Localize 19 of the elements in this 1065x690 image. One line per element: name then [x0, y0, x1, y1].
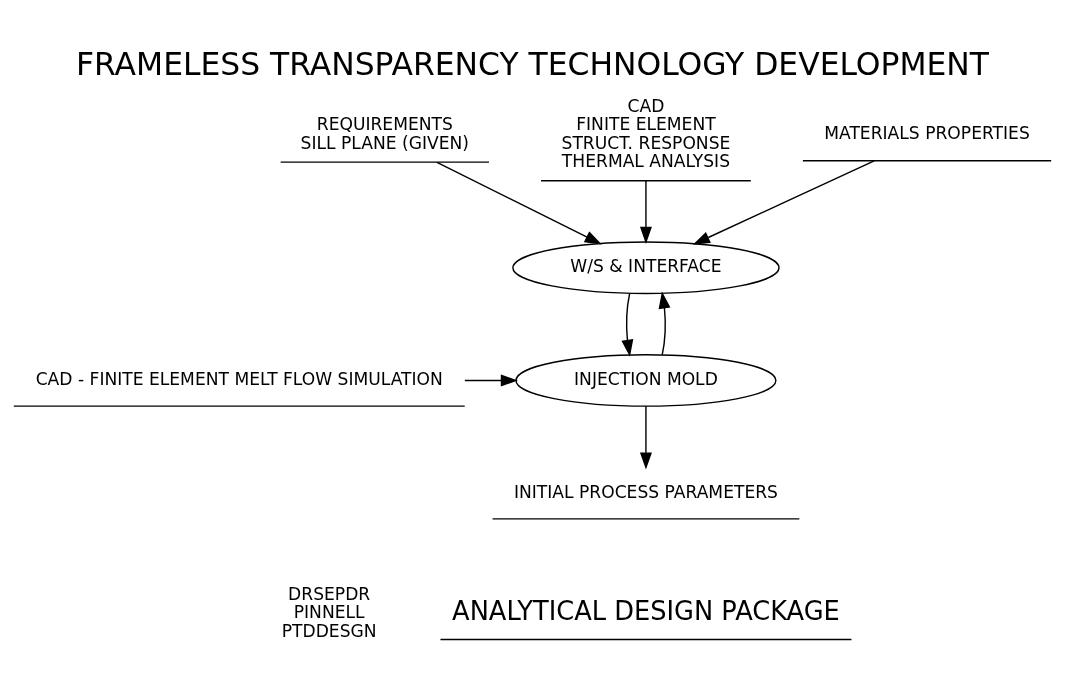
caption: ANALYTICAL DESIGN PACKAGE: [452, 595, 840, 626]
arrow: [639, 179, 652, 244]
label: DRSEPDR: [288, 583, 371, 604]
node-text: INITIAL PROCESS PARAMETERS: [513, 481, 778, 502]
diagram-title: FRAMELESS TRANSPARENCY TECHNOLOGY DEVELOPMENT: [76, 45, 989, 82]
label: PINNELL: [293, 601, 365, 622]
arrow: [436, 161, 602, 244]
node-text: CAD - FINITE ELEMENT MELT FLOW SIMULATION: [35, 368, 443, 389]
node-text: REQUIREMENTS SILL PLANE (GIVEN): [300, 113, 469, 153]
arrow: [621, 292, 634, 357]
arrow: [464, 373, 518, 386]
arrow: [658, 290, 671, 355]
arrow: [692, 159, 875, 245]
arrow: [639, 405, 652, 470]
node-text: CAD FINITE ELEMENT STRUCT. RESPONSE THERMAL ANALYSIS: [561, 95, 731, 171]
node-ellipse: W/S & INTERFACE: [512, 240, 780, 294]
node-ellipse: INJECTION MOLD: [515, 353, 777, 407]
node-text: MATERIALS PROPERTIES: [824, 122, 1030, 143]
label: PTDDESGN: [281, 620, 377, 641]
